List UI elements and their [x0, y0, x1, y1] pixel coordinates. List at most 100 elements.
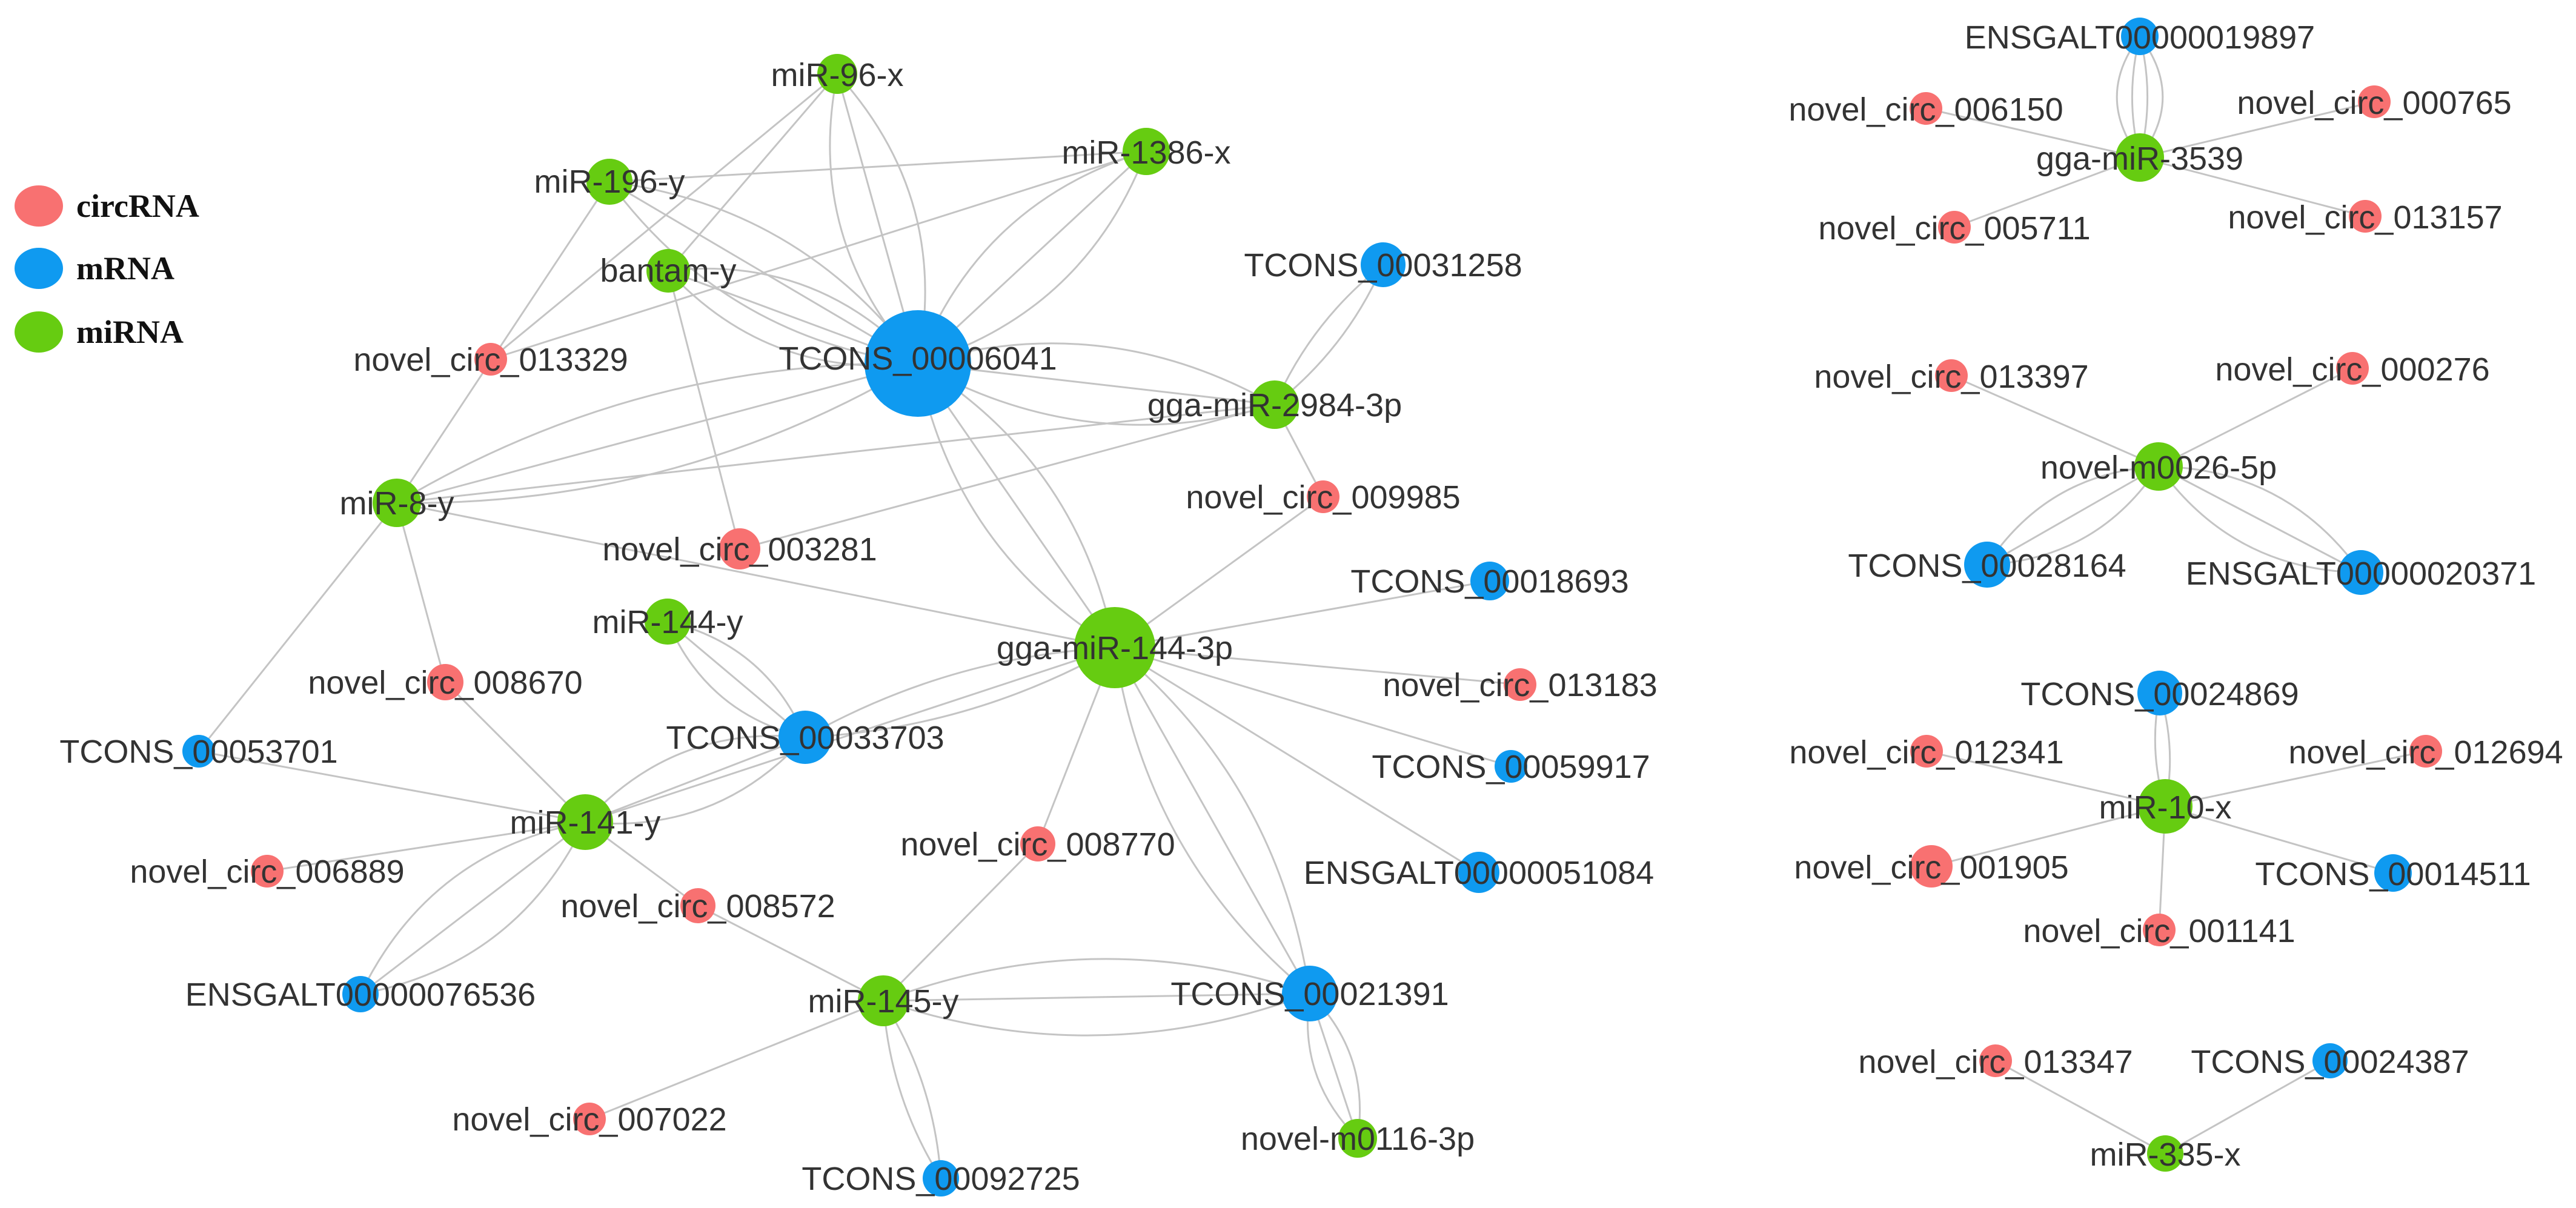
node-novel-circ-005711[interactable]: novel_circ_005711 — [1818, 210, 2090, 247]
edge-mir-145-y-tcons-00021391 — [883, 958, 1310, 1002]
edge-gga-mir-144-3p-tcons-00018693 — [1114, 580, 1490, 649]
node-novel-circ-003281[interactable]: novel_circ_003281 — [602, 528, 877, 569]
node-novel-circ-007022[interactable]: novel_circ_007022 — [452, 1101, 726, 1138]
node-circle-mrna — [342, 976, 379, 1012]
node-gga-mir-2984-3p[interactable]: gga-miR-2984-3p — [1147, 380, 1402, 429]
node-mir-145-y[interactable]: miR-145-y — [808, 975, 959, 1026]
node-label: TCONS_00033703 — [666, 720, 944, 756]
node-novel-circ-000765[interactable]: novel_circ_000765 — [2237, 85, 2511, 121]
node-circle-circrna — [1504, 668, 1536, 701]
node-ensgalt00000051084[interactable]: ENSGALT00000051084 — [1304, 852, 1654, 893]
node-novel-m0116-3p[interactable]: novel-m0116-3p — [1241, 1119, 1475, 1158]
node-mir-144-y[interactable]: miR-144-y — [592, 599, 743, 645]
edge-novel-m0026-5p-tcons-00028164 — [1986, 465, 2159, 565]
node-circle-mrna — [2121, 18, 2159, 55]
edge-mir-145-y-tcons-00092725 — [882, 1000, 942, 1179]
legend-item-mirna: miRNA — [15, 311, 184, 353]
legend-label: miRNA — [76, 314, 184, 350]
node-circle-circrna — [2358, 85, 2391, 118]
node-bantam-y[interactable]: bantam-y — [600, 249, 737, 293]
node-tcons-00028164[interactable]: TCONS_00028164 — [1848, 542, 2126, 588]
node-circle-mrna — [778, 711, 832, 764]
node-label: miR-145-y — [808, 983, 958, 1020]
node-circle-mirna — [645, 599, 691, 645]
node-mir-141-y[interactable]: miR-141-y — [510, 794, 661, 850]
node-tcons-00059917[interactable]: TCONS_00059917 — [1372, 749, 1650, 785]
edge-mir-141-y-tcons-00053701 — [198, 750, 586, 823]
node-mir-335-x[interactable]: miR-335-x — [2090, 1135, 2241, 1173]
node-tcons-00092725[interactable]: TCONS_00092725 — [802, 1160, 1080, 1197]
node-novel-circ-001905[interactable]: novel_circ_001905 — [1794, 845, 2069, 888]
node-tcons-00033703[interactable]: TCONS_00033703 — [666, 711, 944, 764]
node-circle-mrna — [865, 310, 971, 417]
edge-gga-mir-144-3p-tcons-00021391 — [1114, 646, 1311, 994]
legend-item-mrna: mRNA — [15, 248, 174, 289]
node-novel-circ-006889[interactable]: novel_circ_006889 — [130, 854, 404, 890]
node-gga-mir-144-3p[interactable]: gga-miR-144-3p — [997, 607, 1233, 688]
node-circle-mirna — [2116, 133, 2164, 182]
node-circle-circrna — [427, 664, 463, 700]
edge-novel-circ-008572-mir-145-y — [697, 904, 884, 1002]
node-ensgalt00000076536[interactable]: ENSGALT00000076536 — [185, 976, 536, 1013]
node-novel-circ-013397[interactable]: novel_circ_013397 — [1814, 359, 2088, 395]
node-novel-circ-013183[interactable]: novel_circ_013183 — [1383, 667, 1657, 703]
node-label: novel_circ_005711 — [1818, 210, 2090, 247]
node-circle-mrna — [2374, 854, 2412, 892]
node-gga-mir-3539[interactable]: gga-miR-3539 — [2036, 133, 2243, 182]
node-circle-circrna — [1307, 480, 1339, 513]
node-tcons-00018693[interactable]: TCONS_00018693 — [1350, 562, 1629, 600]
node-circle-circrna — [680, 888, 715, 923]
node-mir-1386-x[interactable]: miR-1386-x — [1061, 128, 1231, 175]
node-circle-circrna — [1938, 211, 1971, 244]
node-novel-circ-006150[interactable]: novel_circ_006150 — [1788, 91, 2063, 128]
node-novel-circ-013157[interactable]: novel_circ_013157 — [2228, 199, 2502, 236]
node-circle-circrna — [1910, 735, 1943, 768]
node-mir-8-y[interactable]: miR-8-y — [340, 479, 454, 527]
node-circle-mrna — [1282, 966, 1338, 1021]
node-label: novel_circ_008770 — [900, 826, 1175, 863]
node-label: miR-1386-x — [1061, 134, 1230, 171]
node-tcons-00031258[interactable]: TCONS_00031258 — [1244, 242, 1522, 287]
edge-gga-mir-144-3p-novel-circ-013183 — [1114, 646, 1521, 686]
node-tcons-00021391[interactable]: TCONS_00021391 — [1170, 966, 1449, 1021]
edge-tcons-00006041-mir-8-y — [396, 362, 918, 504]
node-tcons-00014511[interactable]: TCONS_00014511 — [2255, 854, 2531, 892]
edge-mir-145-y-tcons-00021391 — [883, 992, 1310, 1002]
node-ensgalt00000019897[interactable]: ENSGALT00000019897 — [1965, 18, 2315, 56]
node-mir-96-x[interactable]: miR-96-x — [771, 54, 904, 94]
node-novel-m0026-5p[interactable]: novel-m0026-5p — [2040, 442, 2277, 491]
node-novel-circ-013329[interactable]: novel_circ_013329 — [353, 342, 628, 378]
node-label: novel_circ_008670 — [308, 665, 582, 701]
edge-novel-circ-008770-mir-145-y — [882, 843, 1039, 1002]
edge-tcons-00006041-mir-196-y — [608, 181, 918, 365]
node-tcons-00024869[interactable]: TCONS_00024869 — [2020, 671, 2299, 715]
node-novel-circ-012694[interactable]: novel_circ_012694 — [2288, 734, 2563, 771]
node-tcons-00006041[interactable]: TCONS_00006041 — [778, 310, 1057, 417]
node-circle-mirna — [1338, 1119, 1377, 1158]
node-novel-circ-008770[interactable]: novel_circ_008770 — [900, 826, 1175, 863]
edge-mir-145-y-tcons-00021391 — [883, 992, 1310, 1037]
node-novel-circ-000276[interactable]: novel_circ_000276 — [2215, 351, 2489, 388]
node-circle-mirna — [1123, 128, 1170, 175]
node-ensgalt00000020371[interactable]: ENSGALT00000020371 — [2186, 550, 2536, 595]
edge-gga-mir-144-3p-mir-141-y — [585, 646, 1115, 823]
node-novel-circ-012341[interactable]: novel_circ_012341 — [1789, 734, 2063, 771]
node-circle-circrna — [474, 343, 507, 376]
node-circle-mirna — [858, 975, 909, 1026]
node-novel-circ-008572[interactable]: novel_circ_008572 — [560, 888, 835, 924]
node-novel-circ-001141[interactable]: novel_circ_001141 — [2023, 913, 2295, 949]
node-label: TCONS_00014511 — [2255, 856, 2531, 892]
node-novel-circ-013347[interactable]: novel_circ_013347 — [1858, 1044, 2133, 1080]
node-mir-10-x[interactable]: miR-10-x — [2099, 779, 2232, 834]
node-tcons-00053701[interactable]: TCONS_00053701 — [59, 734, 337, 770]
node-novel-circ-008670[interactable]: novel_circ_008670 — [308, 664, 583, 701]
legend-label: mRNA — [76, 250, 174, 287]
node-label: miR-141-y — [510, 805, 660, 841]
node-tcons-00024387[interactable]: TCONS_00024387 — [2191, 1043, 2469, 1080]
node-novel-circ-009985[interactable]: novel_circ_009985 — [1186, 479, 1460, 516]
node-label: novel_circ_012694 — [2288, 734, 2563, 771]
node-circle-circrna — [573, 1103, 606, 1135]
node-mir-196-y[interactable]: miR-196-y — [534, 159, 685, 205]
node-layer: TCONS_00006041 miR-96-x miR-1386-x miR-196-… — [59, 18, 2563, 1197]
